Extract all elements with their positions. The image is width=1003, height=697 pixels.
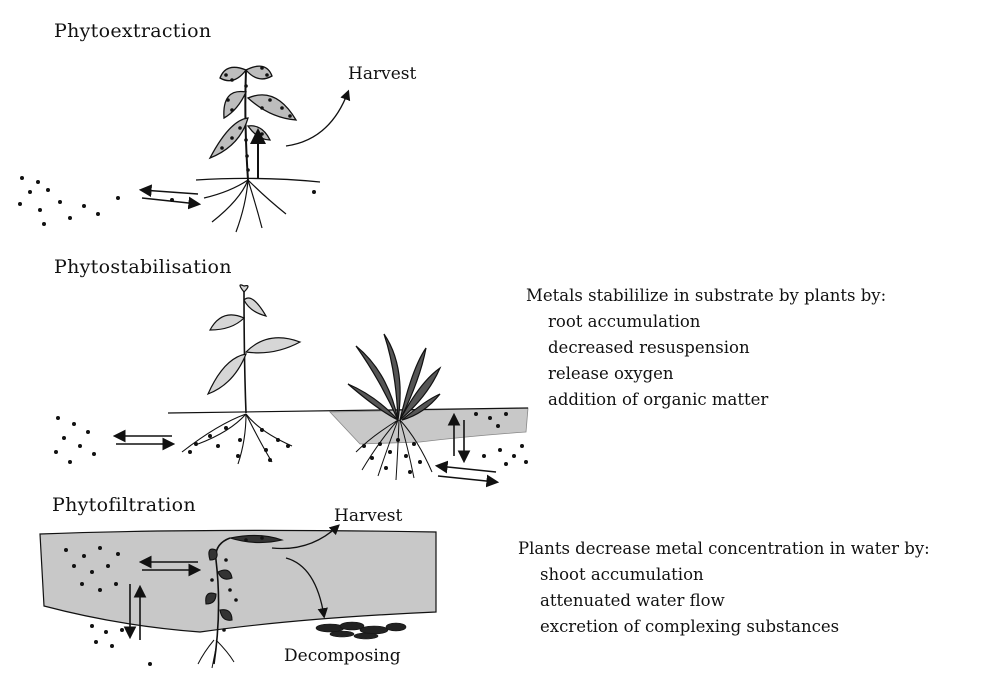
decomposing-litter (316, 622, 406, 639)
plant-1-leaves (208, 285, 300, 394)
plant-2-leaves (348, 334, 440, 420)
phytofiltration-title: Phytofiltration (52, 494, 196, 516)
phytoextraction-illustration (18, 66, 348, 232)
phytofiltration-mechanism-item: shoot accumulation (518, 562, 930, 588)
phytostabilisation-description-heading: Metals stabililize in substrate by plant… (526, 283, 886, 309)
phytofiltration-mechanism-item: excretion of complexing substances (518, 614, 930, 640)
sediment-arrow-right (438, 476, 496, 482)
phytofiltration-mechanism-item: attenuated water flow (518, 588, 930, 614)
plant-roots (204, 180, 286, 232)
phytostabilisation-illustration (54, 285, 528, 482)
phytostabilisation-title: Phytostabilisation (54, 256, 232, 278)
water-body (40, 530, 436, 632)
phytostabilisation-mechanism-item: addition of organic matter (526, 387, 886, 413)
soil-line (196, 178, 320, 182)
phytostabilisation-mechanism-item: decreased resuspension (526, 335, 886, 361)
phytofiltration-description: Plants decrease metal concentration in w… (518, 536, 930, 640)
plant-1-root-particles (188, 426, 290, 462)
phytoextraction-title: Phytoextraction (54, 20, 211, 42)
exchange-arrow-left (142, 190, 198, 194)
metal-particles-in-leaves (220, 66, 292, 172)
phytoextraction-harvest-label: Harvest (348, 64, 416, 84)
sediment-arrow-left (438, 466, 496, 472)
phytostabilisation-description: Metals stabililize in substrate by plant… (526, 283, 886, 413)
phytofiltration-harvest-label: Harvest (334, 506, 402, 526)
phytostabilisation-mechanism-item: root accumulation (526, 309, 886, 335)
phytofiltration-description-heading: Plants decrease metal concentration in w… (518, 536, 930, 562)
exchange-arrow-right (142, 198, 198, 204)
phytostabilisation-mechanism-item: release oxygen (526, 361, 886, 387)
plant-leaves (210, 66, 296, 158)
decomposing-label: Decomposing (284, 646, 401, 666)
